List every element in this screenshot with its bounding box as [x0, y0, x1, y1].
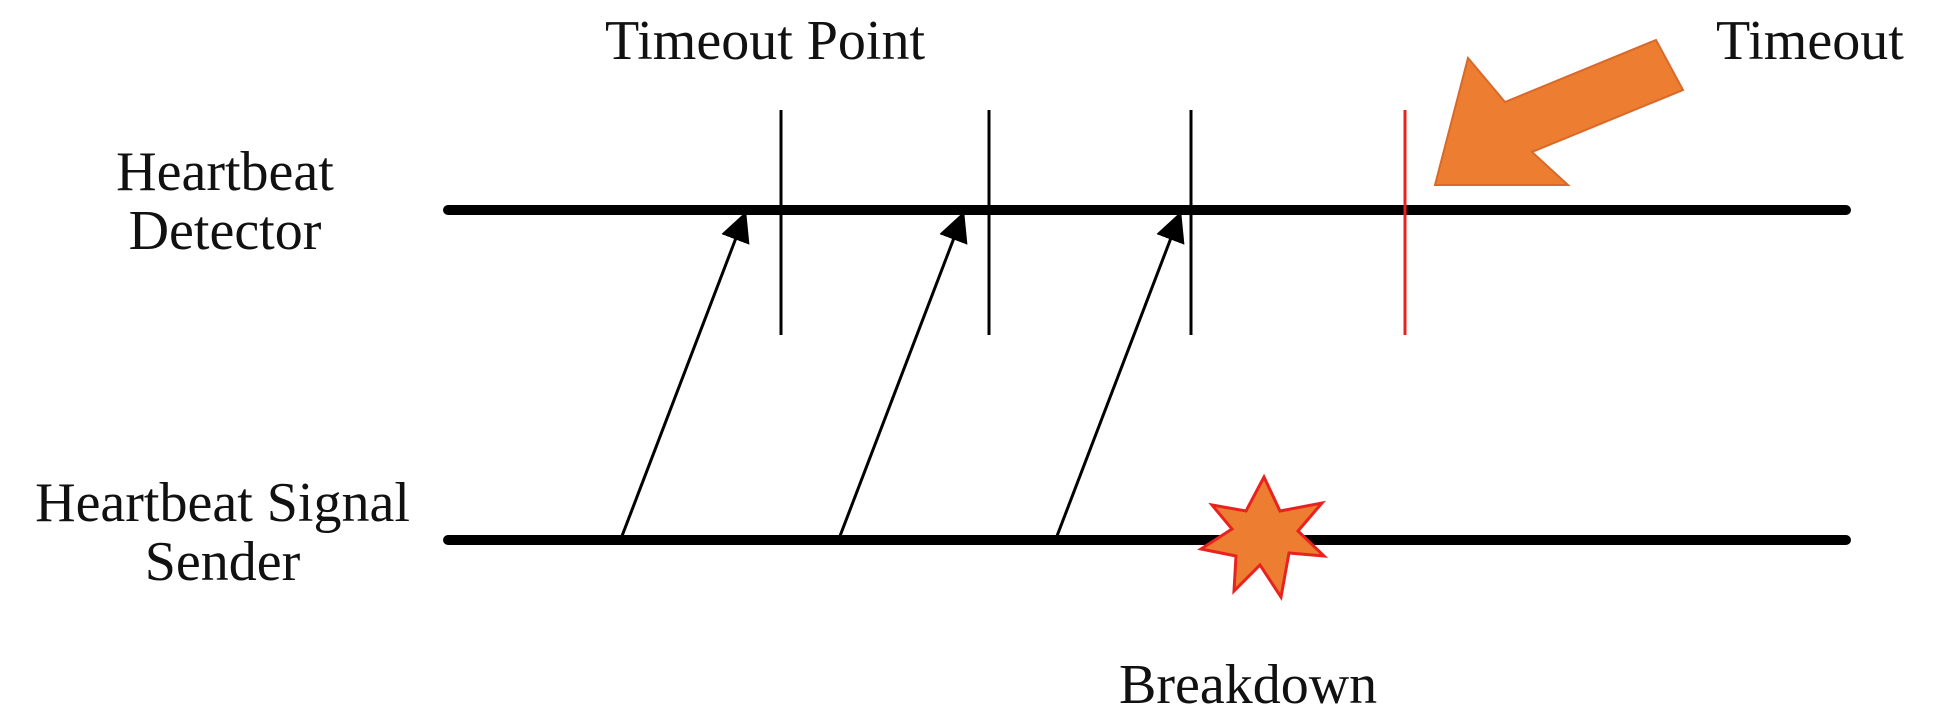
- detector-label-line2: Detector: [128, 199, 322, 262]
- timeout-point-label: Timeout Point: [605, 10, 926, 72]
- detector-label-line1: Heartbeat: [116, 141, 334, 203]
- sender-label-line1: Heartbeat Signal: [35, 472, 410, 534]
- sender-label-line2: Sender: [144, 530, 301, 593]
- detector-label: Heartbeat Detector: [55, 143, 395, 261]
- orange-arrow-icon: [1433, 38, 1685, 186]
- heartbeat-arrow-2: [838, 211, 968, 537]
- explosion-star-icon: [1197, 473, 1329, 601]
- heartbeat-arrow-3: [1055, 211, 1185, 537]
- sender-label: Heartbeat Signal Sender: [0, 474, 445, 592]
- breakdown-label: Breakdown: [1119, 654, 1378, 716]
- timeout-label: Timeout: [1716, 10, 1904, 72]
- heartbeat-arrow-1: [620, 211, 750, 537]
